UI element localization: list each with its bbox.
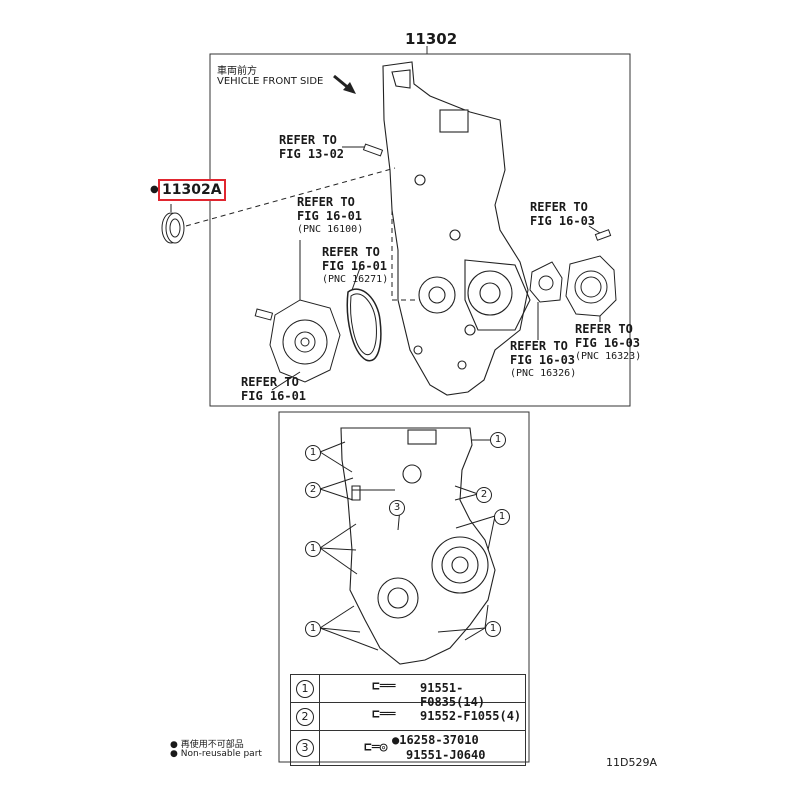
refer-fig-16-01-bottom[interactable]: REFER TO FIG 16-01 <box>241 375 307 403</box>
figure-code: 11D529A <box>606 756 657 769</box>
vehicle-front-jp: 車両前方 <box>217 66 257 77</box>
refer-fig-16-03-top[interactable]: REFER TO FIG 16-03 <box>530 200 596 228</box>
legend-number: 1 <box>296 679 314 698</box>
callout-1: 1 <box>305 541 321 557</box>
timing-cover-front-view <box>340 427 496 665</box>
refer-fig-16-01-pnc-16100[interactable]: REFER TO FIG 16-01 (PNC 16100) <box>297 195 364 235</box>
callout-1: 1 <box>490 432 506 448</box>
note-en: ● Non-reusable part <box>170 749 262 759</box>
bolt-icon: ⊏══ <box>372 707 396 722</box>
callout-1: 1 <box>494 509 510 525</box>
callout-1: 1 <box>485 621 501 637</box>
upper-frame <box>209 53 631 407</box>
callout-2: 2 <box>305 482 321 498</box>
oil-seal <box>161 212 185 244</box>
callout-1: 1 <box>305 445 321 461</box>
legend-row: 1 ⊏══ 91551-F0835(14) <box>290 674 526 709</box>
thermostat-housing <box>529 229 617 317</box>
legend-part-link[interactable]: 91552-F1055(4) <box>420 709 522 723</box>
legend-row: 2 ⊏══ 91552-F1055(4) <box>290 702 526 731</box>
callout-2: 2 <box>476 487 492 503</box>
parts-legend-table: 1 ⊏══ 91551-F0835(14) 2 ⊏══ 91552-F1055(… <box>290 674 526 766</box>
legend-number: 3 <box>296 739 314 757</box>
non-reusable-dot-icon: ● <box>150 184 159 195</box>
refer-fig-16-03-pnc-16326[interactable]: REFER TO FIG 16-03 (PNC 16326) <box>510 339 577 379</box>
water-pump <box>254 299 341 383</box>
stud-bolt <box>362 143 384 157</box>
callout-3: 3 <box>389 500 405 516</box>
gasket <box>346 288 382 362</box>
note-jp: ● 再使用不可部品 <box>170 740 244 750</box>
bolt-with-washer-icon: ⊏═◎ <box>364 740 388 755</box>
vehicle-front-en: VEHICLE FRONT SIDE <box>217 76 324 87</box>
vehicle-front-arrow-icon <box>333 74 356 94</box>
refer-fig-13-02[interactable]: REFER TO FIG 13-02 <box>279 133 345 161</box>
bolt-icon: ⊏══ <box>372 679 396 694</box>
refer-fig-16-01-pnc-16271[interactable]: REFER TO FIG 16-01 (PNC 16271) <box>322 245 389 285</box>
highlighted-part-link[interactable]: 11302A <box>158 179 226 201</box>
refer-fig-16-03-pnc-16323[interactable]: REFER TO FIG 16-03 (PNC 16323) <box>575 322 642 362</box>
legend-row: 3 ⊏═◎ ●16258-37010 91551-J0640 <box>290 730 526 766</box>
legend-number: 2 <box>296 707 314 726</box>
main-part-number: 11302 <box>405 30 458 48</box>
timing-cover <box>382 61 531 396</box>
callout-1: 1 <box>305 621 321 637</box>
legend-part-link[interactable]: ●16258-37010 <box>392 733 479 747</box>
legend-part-link[interactable]: 91551-J0640 <box>406 748 486 762</box>
